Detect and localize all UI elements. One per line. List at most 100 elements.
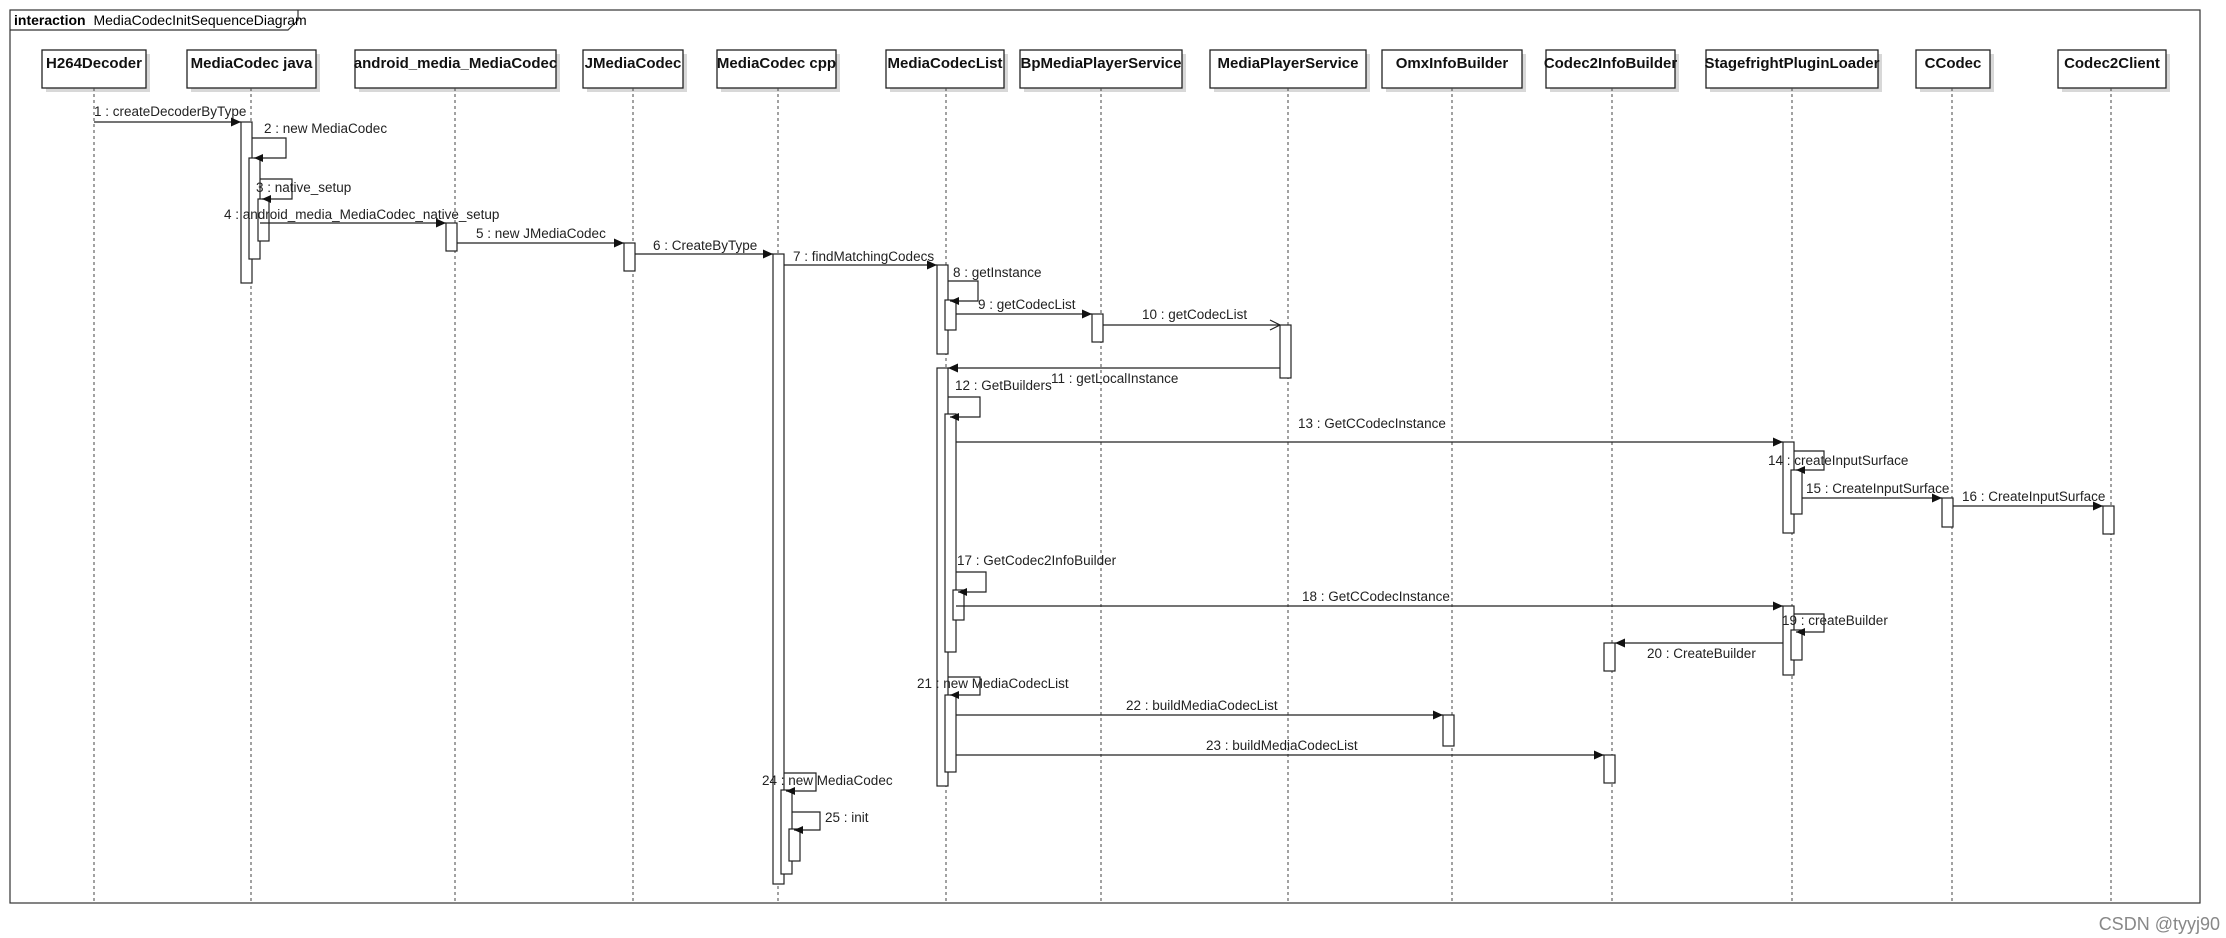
lifeline-c2client: Codec2Client: [2057, 49, 2170, 903]
lifeline-mps: MediaPlayerService: [1209, 49, 1370, 903]
message-label: 4 : android_media_MediaCodec_native_setu…: [224, 207, 499, 222]
message-arrowhead: [254, 154, 263, 162]
message-label: 3 : native_setup: [256, 180, 351, 195]
lifeline-spl: StagefrightPluginLoader: [1704, 49, 1882, 903]
message-arrowhead: [948, 363, 958, 373]
message-17: 17 : GetCodec2InfoBuilder: [956, 553, 1117, 596]
message-label: 9 : getCodecList: [978, 297, 1076, 312]
message-label: 15 : CreateInputSurface: [1806, 481, 1949, 496]
message-label: 13 : GetCCodecInstance: [1298, 416, 1446, 431]
self-message-loop: [252, 137, 287, 159]
message-label: 19 : createBuilder: [1782, 613, 1888, 628]
message-arrowhead: [1932, 493, 1942, 503]
message-arrowhead: [763, 249, 773, 259]
lifeline-mcjava: MediaCodec java: [186, 49, 320, 903]
lifeline-jmc: JMediaCodec: [582, 49, 687, 903]
lifeline-amc: android_media_MediaCodec: [354, 49, 560, 903]
lifeline-box: [582, 49, 684, 89]
message-16: 16 : CreateInputSurface: [1953, 489, 2105, 511]
frame-keyword: interaction: [14, 12, 86, 28]
self-message-loop: [1794, 613, 1825, 633]
message-7: 7 : findMatchingCodecs: [784, 249, 937, 270]
lifeline-bpmps: BpMediaPlayerService: [1019, 49, 1186, 903]
message-arrowhead: [436, 218, 446, 228]
self-message-loop: [948, 280, 979, 302]
activation-bar: [2102, 505, 2115, 535]
lifeline-mccpp: MediaCodec cpp: [716, 49, 840, 903]
message-label: 22 : buildMediaCodecList: [1126, 698, 1278, 713]
message-arrowhead: [231, 117, 241, 127]
message-arrowhead: [950, 691, 959, 699]
message-label: 5 : new JMediaCodec: [476, 226, 606, 241]
message-23: 23 : buildMediaCodecList: [956, 738, 1604, 760]
message-arrowhead: [1615, 638, 1625, 648]
activation-bar: [788, 828, 801, 862]
message-arrowhead: [927, 260, 937, 270]
activation-bar: [1442, 714, 1455, 747]
message-label: 24 : new MediaCodec: [762, 773, 893, 788]
lifeline-label: CCodec: [1925, 55, 1982, 72]
message-arrowhead: [1433, 710, 1443, 720]
message-label: 12 : GetBuilders: [955, 378, 1052, 393]
message-label: 21 : new MediaCodecList: [917, 676, 1069, 691]
activation-bar: [772, 253, 785, 885]
message-label: 2 : new MediaCodec: [264, 121, 387, 136]
message-label: 20 : CreateBuilder: [1647, 646, 1756, 661]
activation-bar: [944, 413, 957, 653]
message-18: 18 : GetCCodecInstance: [956, 589, 1783, 611]
message-5: 5 : new JMediaCodec: [457, 226, 624, 248]
watermark: CSDN @tyyj90: [2099, 914, 2220, 934]
message-arrowhead: [1796, 628, 1805, 636]
lifeline-box: [716, 49, 837, 89]
message-2: 2 : new MediaCodec: [252, 121, 387, 162]
lifeline-box: [1381, 49, 1523, 89]
message-arrowhead-open: [1269, 319, 1282, 331]
message-label: 14 : createInputSurface: [1768, 453, 1908, 468]
activation-bar: [952, 589, 965, 621]
message-arrowhead: [1773, 437, 1783, 447]
lifeline-box: [1019, 49, 1183, 89]
message-6: 6 : CreateByType: [635, 238, 773, 259]
message-label: 8 : getInstance: [953, 265, 1042, 280]
message-20: 20 : CreateBuilder: [1615, 638, 1783, 661]
lifeline-box: [885, 49, 1005, 89]
lifeline-label: MediaCodecList: [887, 55, 1002, 72]
activation-bar: [445, 222, 458, 252]
message-22: 22 : buildMediaCodecList: [956, 698, 1443, 720]
message-arrowhead: [950, 413, 959, 421]
message-11: 11 : getLocalInstance: [948, 363, 1280, 386]
message-label: 11 : getLocalInstance: [1051, 371, 1178, 386]
message-19: 19 : createBuilder: [1782, 613, 1888, 636]
lifeline-box: [354, 49, 557, 89]
message-8: 8 : getInstance: [948, 265, 1042, 305]
lifeline-h264: H264Decoder: [41, 49, 150, 903]
activation-bar: [1279, 324, 1292, 379]
message-label: 1 : createDecoderByType: [94, 104, 246, 119]
lifeline-label: MediaCodec java: [191, 55, 313, 72]
lifeline-box: [1545, 49, 1676, 89]
lifeline-box: [1209, 49, 1367, 89]
message-9: 9 : getCodecList: [956, 297, 1092, 319]
self-message-loop: [1794, 450, 1825, 471]
messages: 1 : createDecoderByType 2 : new MediaCode…: [94, 104, 2105, 834]
message-13: 13 : GetCCodecInstance: [956, 416, 1783, 447]
message-14: 14 : createInputSurface: [1768, 450, 1908, 474]
activation-bar: [944, 694, 957, 773]
message-1: 1 : createDecoderByType: [94, 104, 246, 127]
self-message-loop: [956, 571, 987, 593]
self-message-loop: [260, 178, 293, 200]
activation-bar: [944, 299, 957, 331]
message-arrowhead: [958, 588, 967, 596]
self-message-loop: [784, 772, 817, 792]
message-arrowhead: [1082, 309, 1092, 319]
message-label: 7 : findMatchingCodecs: [793, 249, 934, 264]
message-3: 3 : native_setup: [256, 178, 351, 203]
lifelines: H264Decoder MediaCodec java android_media_…: [41, 49, 2170, 903]
message-10: 10 : getCodecList: [1103, 307, 1282, 331]
activation-bar: [623, 242, 636, 272]
lifeline-label: JMediaCodec: [585, 55, 682, 72]
lifeline-box: [2057, 49, 2167, 89]
message-label: 16 : CreateInputSurface: [1962, 489, 2105, 504]
message-label: 25 : init: [825, 810, 869, 825]
